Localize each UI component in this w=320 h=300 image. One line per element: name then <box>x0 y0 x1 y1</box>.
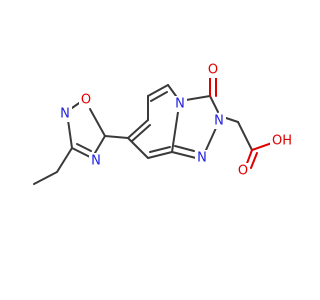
oxd-c3-n4-double <box>76 143 92 152</box>
oxadiazole-pyridine-link <box>104 135 129 139</box>
pyr-c8-c8a-bond <box>147 151 173 159</box>
pyr-c8-c8a-double <box>149 146 171 153</box>
oxygen-bonds <box>209 75 273 169</box>
acid-oh-bond <box>251 142 273 151</box>
n2-ch2-bond <box>225 117 239 123</box>
nitrogen-bonds <box>67 84 239 159</box>
atom-n-triazole-2: N <box>214 114 224 129</box>
atom-o-acid-carbonyl: O <box>238 164 248 179</box>
ethyl-ch2-bond <box>56 147 73 173</box>
atom-n-triazole-1: N <box>197 151 207 166</box>
atom-n-oxadiazole-4: N <box>91 154 101 169</box>
c3-n2-bond <box>209 95 219 113</box>
carbon-bonds <box>33 84 253 185</box>
ch2-carboxyl-bond <box>237 121 253 151</box>
c8a-n1-double <box>174 145 195 152</box>
pyr-c7-c6-bond <box>127 119 149 139</box>
oxd-c3-n4-bond <box>71 147 93 159</box>
acid-co-double <box>250 152 258 169</box>
molecule-structure-canvas: N N N O O OH O N N <box>33 62 294 185</box>
pyr-c5-c4-bond <box>147 84 169 97</box>
molecule-diagram: N N N O O OH O N N <box>33 62 294 185</box>
atom-o-carbonyl: O <box>208 63 218 78</box>
n-c3-bond <box>185 95 211 101</box>
ethyl-ch3-bond <box>33 171 58 185</box>
oxd-c3-n2-bond <box>67 119 73 149</box>
atom-labels: N N N O O OH O N N <box>58 62 294 179</box>
atom-n-oxadiazole-2: N <box>60 107 70 122</box>
pyr-c4-n-bond <box>167 84 177 97</box>
n-c8a-bond <box>171 111 179 153</box>
atom-n-pyridine: N <box>175 97 185 112</box>
pyr-c5-c4-double <box>150 91 168 102</box>
c8a-n1-bond <box>171 151 197 159</box>
pyr-c7-c8-bond <box>127 137 149 159</box>
oxd-c5-o1-bond <box>89 108 106 137</box>
pyr-c7-c6-double <box>131 124 151 142</box>
atom-o-oxadiazole: O <box>81 93 91 108</box>
atom-oh-acid: OH <box>272 134 292 149</box>
n1-n2-bond <box>205 127 217 151</box>
